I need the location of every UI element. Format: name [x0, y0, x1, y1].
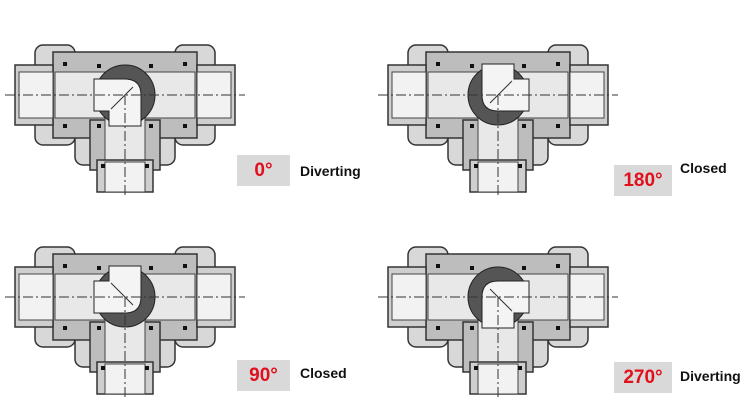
three-way-valve-diagram: [5, 20, 245, 195]
angle-label: 270°: [614, 362, 672, 393]
mode-label: Closed: [680, 160, 727, 176]
three-way-valve-diagram: [378, 222, 618, 397]
ball: [467, 63, 530, 126]
mode-label: Diverting: [300, 163, 361, 179]
angle-label: 90°: [237, 360, 290, 391]
angle-label: 0°: [237, 155, 290, 186]
three-way-valve-diagram: [5, 222, 245, 397]
mode-label: Closed: [300, 365, 347, 381]
angle-label: 180°: [614, 165, 672, 196]
three-way-valve-diagram: [378, 20, 618, 195]
mode-label: Diverting: [680, 368, 741, 384]
